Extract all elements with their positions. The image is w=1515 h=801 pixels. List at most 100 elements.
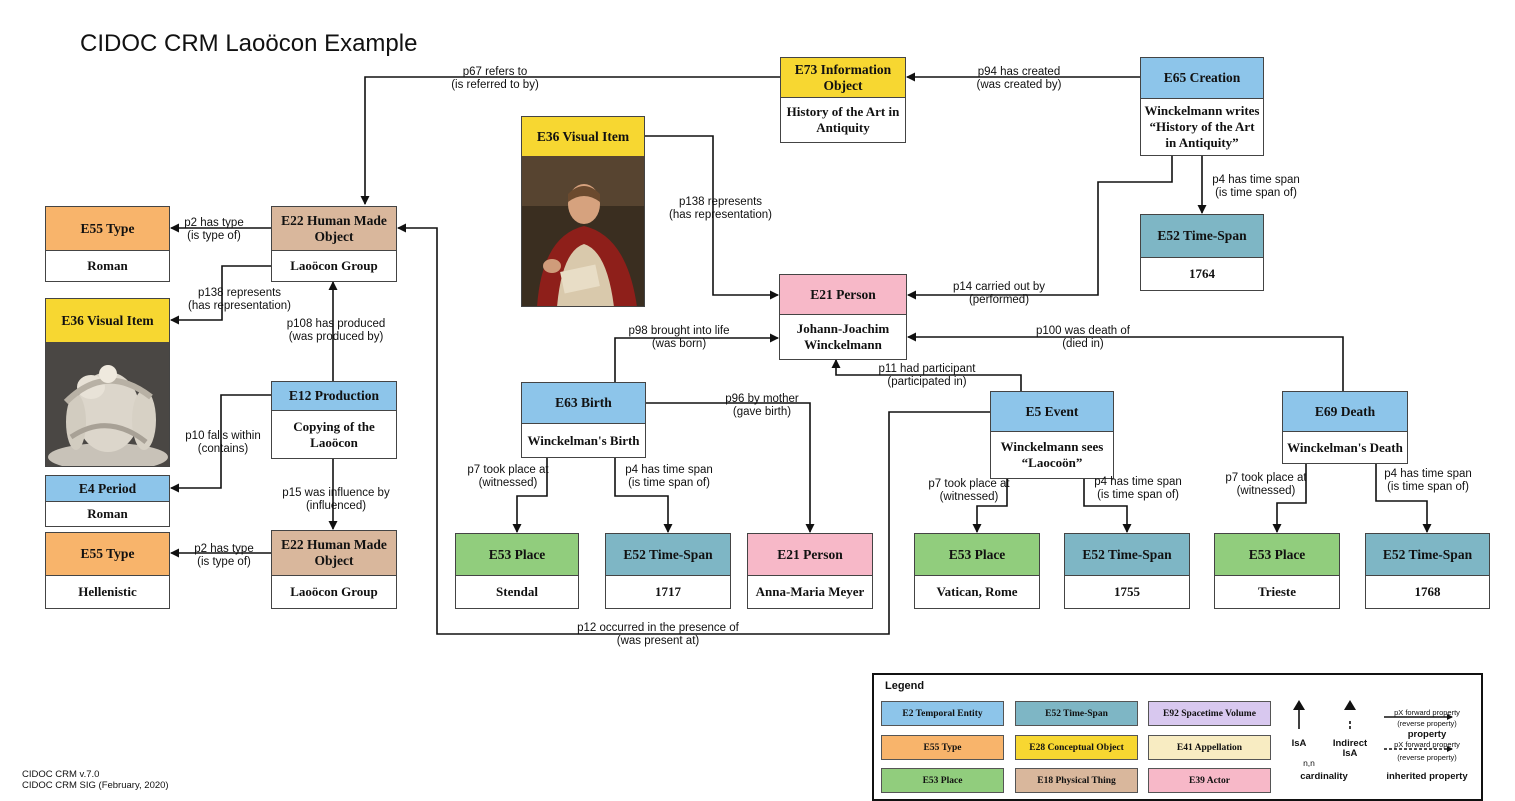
node-e36-visual-item-1[interactable]: E36 Visual Item xyxy=(45,298,170,342)
label-p10: p10 falls within(contains) xyxy=(178,430,268,455)
label-forward: p94 has created xyxy=(977,66,1061,78)
label-forward: p138 represents xyxy=(678,196,763,208)
node-header: E65 Creation xyxy=(1141,58,1263,99)
node-e52-1717[interactable]: E52 Time-Span 1717 xyxy=(605,533,731,609)
label-p7-birth: p7 took place at(witnessed) xyxy=(458,464,558,489)
label-forward: p138 represents xyxy=(197,287,282,299)
node-header: E52 Time-Span xyxy=(1366,534,1489,576)
label-reverse: (has representation) xyxy=(669,208,772,221)
legend-swatch-actor: E39 Actor xyxy=(1148,768,1271,793)
node-body: Winckelman's Death xyxy=(1287,439,1403,455)
label-reverse: (contains) xyxy=(197,442,249,455)
label-p4-birth: p4 has time span(is time span of) xyxy=(617,464,721,489)
label-reverse: (gave birth) xyxy=(732,405,792,418)
label-p98: p98 brought into life(was born) xyxy=(619,325,739,350)
edge-p4-event xyxy=(1083,479,1132,533)
label-forward: p108 has produced xyxy=(286,318,386,330)
label-reverse: (is time span of) xyxy=(1097,488,1179,501)
legend-cardinality-label: cardinality xyxy=(1300,771,1348,782)
node-e36-visual-item-2[interactable]: E36 Visual Item xyxy=(521,116,645,156)
node-body: Copying of the Laoöcon xyxy=(293,418,375,450)
portrait-illustration xyxy=(522,156,644,306)
label-reverse: (witnessed) xyxy=(478,476,538,489)
node-header: E21 Person xyxy=(780,275,906,315)
label-reverse: (influenced) xyxy=(305,499,367,512)
legend-title: Legend xyxy=(885,680,925,692)
node-body: Johann-Joachim Winckelmann xyxy=(796,321,890,352)
node-e52-1764[interactable]: E52 Time-Span 1764 xyxy=(1140,214,1264,291)
label-p11: p11 had participant(participated in) xyxy=(872,363,982,388)
label-forward: p7 took place at xyxy=(928,478,1010,490)
node-body: Laoöcon Group xyxy=(290,584,378,599)
edge-p138-object xyxy=(170,265,271,325)
label-reverse: (was produced by) xyxy=(288,330,384,343)
isa-arrowhead-icon xyxy=(1293,700,1305,710)
label-reverse: (is referred to by) xyxy=(451,78,539,91)
label-reverse: (was present at) xyxy=(616,634,700,647)
edge-p7-death xyxy=(1272,464,1307,533)
node-header: E53 Place xyxy=(1215,534,1339,576)
label-reverse: (is time span of) xyxy=(628,476,710,489)
edge-p10 xyxy=(170,394,271,493)
label-reverse: (is time span of) xyxy=(1215,186,1297,199)
node-header: E52 Time-Span xyxy=(1065,534,1189,576)
label-p2-roman: p2 has type(is type of) xyxy=(174,217,254,242)
node-header: E52 Time-Span xyxy=(606,534,730,576)
label-p15: p15 was influence by(influenced) xyxy=(276,487,396,512)
node-e21-meyer[interactable]: E21 Person Anna-Maria Meyer xyxy=(747,533,873,609)
node-body: Anna-Maria Meyer xyxy=(755,584,865,599)
edge-p11 xyxy=(831,359,1022,391)
node-header: E22 Human Made Object xyxy=(272,531,396,576)
node-e52-1755[interactable]: E52 Time-Span 1755 xyxy=(1064,533,1190,609)
edge-p4-death xyxy=(1375,464,1432,533)
node-e63-birth[interactable]: E63 Birth Winckelman's Birth xyxy=(521,382,646,458)
label-p96: p96 by mother(gave birth) xyxy=(712,393,812,418)
node-header: E36 Visual Item xyxy=(46,299,169,342)
node-e52-1768[interactable]: E52 Time-Span 1768 xyxy=(1365,533,1490,609)
label-forward: p4 has time span xyxy=(1384,468,1472,480)
edge-p14 xyxy=(907,156,1173,300)
legend-swatch-time-span: E52 Time-Span xyxy=(1015,701,1138,726)
node-e21-winckelmann[interactable]: E21 Person Johann-Joachim Winckelmann xyxy=(779,274,907,360)
node-body: Roman xyxy=(87,506,128,521)
label-reverse: (witnessed) xyxy=(1236,484,1296,497)
label-p67: p67 refers to(is referred to by) xyxy=(440,66,550,91)
label-forward: p7 took place at xyxy=(1225,472,1307,484)
node-header: E12 Production xyxy=(272,382,396,411)
node-e53-stendal[interactable]: E53 Place Stendal xyxy=(455,533,579,609)
legend-reverse-1: (reverse property) xyxy=(1397,719,1457,728)
legend-swatch-temporal-entity: E2 Temporal Entity xyxy=(881,701,1004,726)
node-e22-object-2[interactable]: E22 Human Made Object Laoöcon Group xyxy=(271,530,397,609)
node-e65-creation[interactable]: E65 Creation Winckelmann writes “History… xyxy=(1140,57,1264,156)
node-body: Vatican, Rome xyxy=(936,584,1018,599)
label-p4-event: p4 has time span(is time span of) xyxy=(1086,476,1190,501)
label-p14: p14 carried out by(performed) xyxy=(944,281,1054,306)
label-forward: p2 has type xyxy=(194,543,254,555)
edge-p7-event xyxy=(972,479,1008,533)
label-forward: p7 took place at xyxy=(467,464,549,476)
legend-swatch-spacetime-volume: E92 Spacetime Volume xyxy=(1148,701,1271,726)
node-e73-information-object[interactable]: E73 Information Object History of the Ar… xyxy=(780,57,906,143)
node-e12-production[interactable]: E12 Production Copying of the Laoöcon xyxy=(271,381,397,459)
legend-nn-label: n,n xyxy=(1303,758,1315,768)
node-e53-vatican[interactable]: E53 Place Vatican, Rome xyxy=(914,533,1040,609)
node-body: 1717 xyxy=(655,584,681,599)
node-e69-death[interactable]: E69 Death Winckelman's Death xyxy=(1282,391,1408,464)
node-e4-period[interactable]: E4 Period Roman xyxy=(45,475,170,527)
label-forward: p14 carried out by xyxy=(952,281,1046,293)
node-header: E5 Event xyxy=(991,392,1113,432)
node-e5-event[interactable]: E5 Event Winckelmann sees “Laocoön” xyxy=(990,391,1114,479)
label-p4-death: p4 has time span(is time span of) xyxy=(1376,468,1480,493)
legend-swatch-appellation: E41 Appellation xyxy=(1148,735,1271,760)
node-e55-type-hellenistic[interactable]: E55 Type Hellenistic xyxy=(45,532,170,609)
node-e55-type-roman[interactable]: E55 Type Roman xyxy=(45,206,170,282)
node-e53-trieste[interactable]: E53 Place Trieste xyxy=(1214,533,1340,609)
label-forward: p100 was death of xyxy=(1036,325,1130,337)
winckelmann-portrait-image xyxy=(521,156,645,307)
legend: Legend E2 Temporal Entity E52 Time-Span … xyxy=(872,673,1483,801)
label-p138-portrait: p138 represents(has representation) xyxy=(663,196,778,221)
label-forward: p4 has time span xyxy=(1212,174,1300,186)
node-body: 1768 xyxy=(1414,584,1441,599)
node-e22-object-1[interactable]: E22 Human Made Object Laoöcon Group xyxy=(271,206,397,282)
